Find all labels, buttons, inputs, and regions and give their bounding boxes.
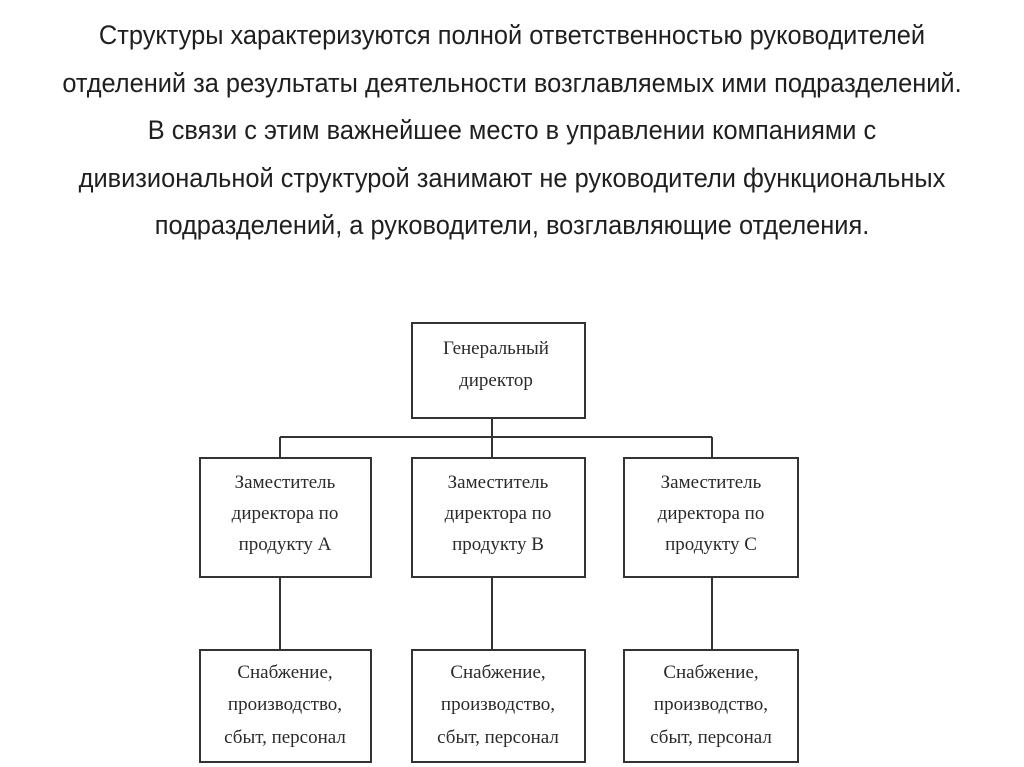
box-functions-product-b: Снабжение, производство, сбыт, персонал [411, 649, 586, 763]
box-deputy-product-c-line-3: продукту С [665, 534, 757, 555]
box-functions-product-c-line-3: сбыт, персонал [650, 727, 772, 748]
box-deputy-product-a-line-1: Заместитель [235, 472, 336, 493]
box-deputy-product-b-line-3: продукту В [452, 534, 544, 555]
box-functions-product-a-line-1: Снабжение, [237, 662, 332, 683]
box-deputy-product-b-line-1: Заместитель [448, 472, 549, 493]
box-deputy-product-a-line-2: директора по [232, 503, 339, 524]
box-functions-product-b-line-3: сбыт, персонал [437, 727, 559, 748]
box-deputy-product-b: Заместитель директора по продукту В [411, 457, 586, 578]
intro-paragraph: Структуры характеризуются полной ответст… [62, 20, 962, 240]
box-deputy-product-a-line-3: продукту А [239, 534, 332, 555]
box-functions-product-c: Снабжение, производство, сбыт, персонал [623, 649, 799, 763]
box-functions-product-b-line-2: производство, [441, 694, 555, 715]
box-deputy-product-a: Заместитель директора по продукту А [199, 457, 372, 578]
box-general-director-line-2: директор [459, 370, 533, 391]
box-functions-product-c-line-1: Снабжение, [663, 662, 758, 683]
org-chart-connectors [279, 418, 713, 650]
box-general-director-line-1: Генеральный [443, 338, 549, 359]
box-deputy-product-c-line-2: директора по [658, 503, 765, 524]
box-functions-product-a-line-2: производство, [228, 694, 342, 715]
box-functions-product-a-line-3: сбыт, персонал [224, 727, 346, 748]
box-general-director: Генеральный директор [411, 322, 586, 419]
box-functions-product-a: Снабжение, производство, сбыт, персонал [199, 649, 372, 763]
box-deputy-product-c-line-1: Заместитель [661, 472, 762, 493]
box-deputy-product-c: Заместитель директора по продукту С [623, 457, 799, 578]
box-functions-product-c-line-2: производство, [654, 694, 768, 715]
box-functions-product-b-line-1: Снабжение, [450, 662, 545, 683]
box-deputy-product-b-line-2: директора по [445, 503, 552, 524]
